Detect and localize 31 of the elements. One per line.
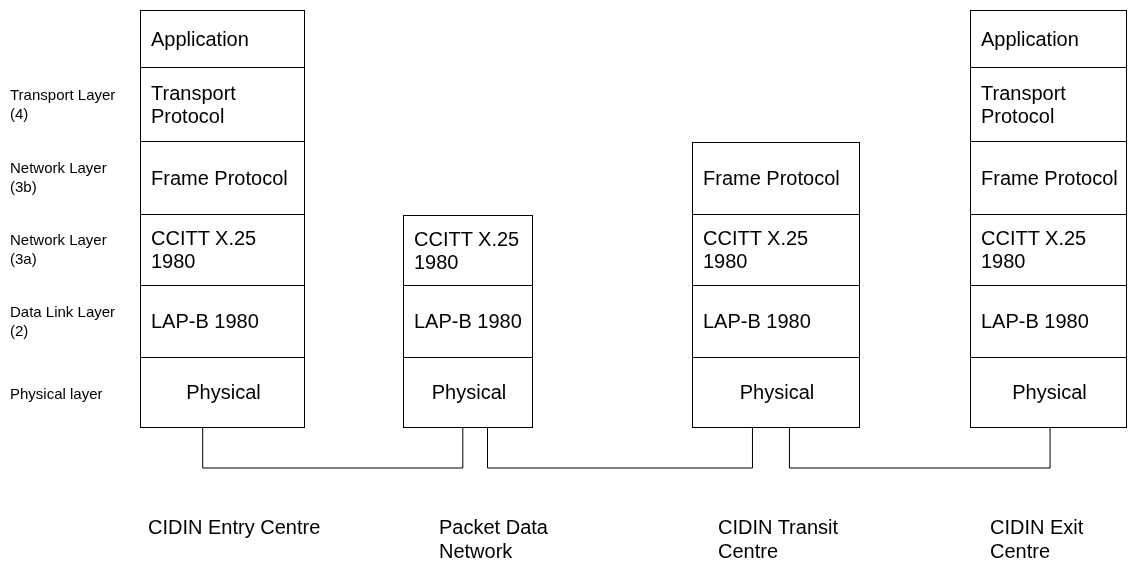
protocol-layer-box: Frame Protocol — [140, 141, 305, 215]
layer-label: Transport Layer (4) — [10, 85, 117, 123]
protocol-layer-box: Application — [970, 10, 1127, 68]
protocol-layer-box: Frame Protocol — [692, 142, 860, 215]
layer-label: Physical layer — [10, 384, 104, 403]
protocol-layer-box: Transport Protocol — [140, 67, 305, 142]
layer-label: Network Layer (3b) — [10, 158, 108, 196]
connector-line — [487, 427, 753, 469]
protocol-layer-box: LAP-B 1980 — [140, 285, 305, 358]
protocol-layer-box: Frame Protocol — [970, 141, 1127, 215]
protocol-layer-box: CCITT X.25 1980 — [692, 214, 860, 286]
stack-caption: Packet Data Network — [439, 515, 549, 563]
protocol-layer-box: Physical — [692, 357, 860, 428]
connector-line — [788, 427, 1051, 469]
protocol-layer-box: CCITT X.25 1980 — [970, 214, 1127, 286]
protocol-layer-box: CCITT X.25 1980 — [403, 215, 533, 286]
protocol-layer-box: Physical — [970, 357, 1127, 428]
protocol-layer-box: Application — [140, 10, 305, 68]
layer-label: Network Layer (3a) — [10, 230, 108, 268]
stack-caption: CIDIN Transit Centre — [718, 515, 840, 563]
protocol-layer-box: LAP-B 1980 — [970, 285, 1127, 358]
protocol-layer-box: LAP-B 1980 — [692, 285, 860, 358]
stack-caption: CIDIN Entry Centre — [148, 515, 322, 539]
protocol-layer-box: Physical — [140, 357, 305, 428]
protocol-layer-box: LAP-B 1980 — [403, 285, 533, 358]
layer-label: Data Link Layer (2) — [10, 302, 117, 340]
stack-caption: CIDIN Exit Centre — [990, 515, 1085, 563]
protocol-layer-box: Transport Protocol — [970, 67, 1127, 142]
protocol-layer-box: CCITT X.25 1980 — [140, 214, 305, 286]
connector-line — [202, 427, 464, 469]
protocol-layer-box: Physical — [403, 357, 533, 428]
